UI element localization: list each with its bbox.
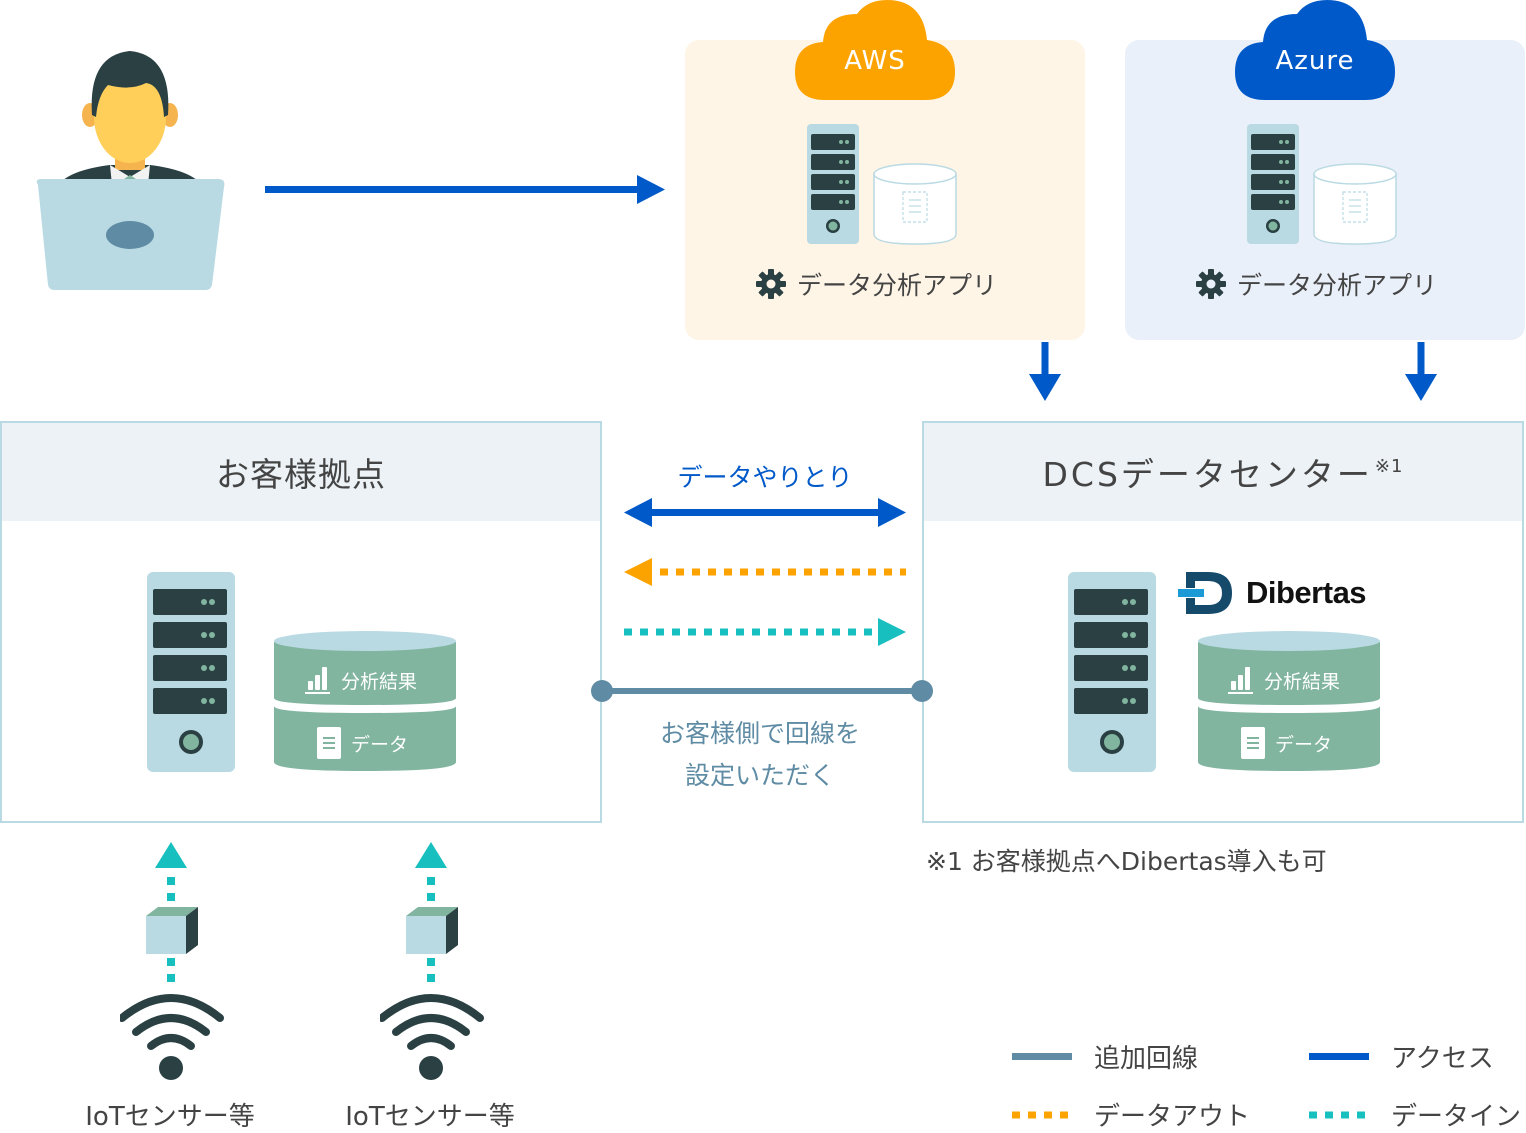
legend-swatch-solid-line [1012, 1052, 1072, 1060]
data-center-title: DCSデータセンター [1042, 455, 1373, 494]
legend-swatch-solid-line [1309, 1052, 1369, 1060]
legend-item-data-in: データイン [1309, 1096, 1521, 1133]
customer-db-data-label: データ [351, 733, 409, 756]
azure-server-icon [1247, 124, 1299, 244]
dc-server-icon [1068, 572, 1156, 772]
bar-chart-icon [1228, 665, 1254, 695]
legend-swatch-dotted-line [1012, 1111, 1072, 1118]
legend-swatch-dotted-line [1309, 1111, 1369, 1118]
aws-app-text: データ分析アプリ [797, 271, 998, 300]
iot-device-2 [380, 842, 490, 1082]
data-center-header: DCSデータセンター※1 [924, 423, 1522, 521]
dc-db-data-label: データ [1275, 733, 1333, 756]
bar-chart-icon [305, 665, 331, 695]
gear-icon [1195, 268, 1227, 300]
access-arrow-user-to-cloud [265, 175, 670, 205]
data-center-title-note: ※1 [1374, 455, 1404, 477]
dibertas-logo-icon [1178, 572, 1234, 614]
customer-line-connector [590, 678, 934, 704]
azure-storage-icon [1313, 162, 1397, 246]
azure-cloud-icon [1235, 0, 1397, 102]
legend-label: データイン [1391, 1102, 1522, 1132]
aws-cloud-label: AWS [844, 46, 906, 76]
user-icon [30, 45, 230, 295]
line-note-line2: 設定いただく [684, 761, 835, 790]
gear-icon [755, 268, 787, 300]
data-out-arrow [624, 557, 906, 589]
aws-cloud-icon [795, 0, 957, 102]
dc-db-results-label: 分析結果 [1264, 670, 1341, 693]
footnote: ※1 お客様拠点へDibertas導入も可 [926, 847, 1327, 876]
document-icon [1241, 727, 1265, 759]
aws-storage-icon [873, 162, 957, 246]
data-exchange-label: データやりとり [677, 463, 853, 492]
legend-label: データアウト [1094, 1102, 1251, 1132]
azure-cloud-label: Azure [1275, 46, 1355, 76]
azure-app-label: データ分析アプリ [1195, 266, 1437, 302]
legend-item-data-out: データアウト [1012, 1096, 1250, 1133]
customer-db-layer-results: 分析結果 [305, 665, 417, 695]
document-icon [317, 727, 341, 759]
dibertas-logo-text: Dibertas [1246, 575, 1367, 610]
dc-db-layer-data: データ [1241, 727, 1332, 759]
aws-server-icon [807, 124, 859, 244]
customer-db-results-label: 分析結果 [341, 670, 418, 693]
legend-label: 追加回線 [1094, 1044, 1199, 1074]
line-note-line1: お客様側で回線を [659, 719, 860, 748]
iot-label-2: IoTセンサー等 [345, 1102, 515, 1132]
customer-db-layer-data: データ [317, 727, 408, 759]
dibertas-logo: Dibertas [1178, 572, 1367, 614]
legend-item-additional-line: 追加回線 [1012, 1038, 1198, 1075]
access-arrow-aws-to-dc [1029, 342, 1061, 402]
data-in-arrow [624, 617, 906, 649]
dc-db-layer-results: 分析結果 [1228, 665, 1340, 695]
data-exchange-arrow [624, 496, 906, 530]
legend-label: アクセス [1391, 1044, 1494, 1074]
customer-site-title: お客様拠点 [216, 455, 386, 494]
customer-server-icon [147, 572, 235, 772]
iot-device-1 [120, 842, 230, 1082]
customer-site-header: お客様拠点 [2, 423, 600, 521]
access-arrow-azure-to-dc [1405, 342, 1437, 402]
iot-label-1: IoTセンサー等 [85, 1102, 255, 1132]
aws-app-label: データ分析アプリ [755, 266, 997, 302]
customer-database-icon [273, 628, 457, 772]
legend-item-access: アクセス [1309, 1038, 1494, 1075]
azure-app-text: データ分析アプリ [1237, 271, 1438, 300]
